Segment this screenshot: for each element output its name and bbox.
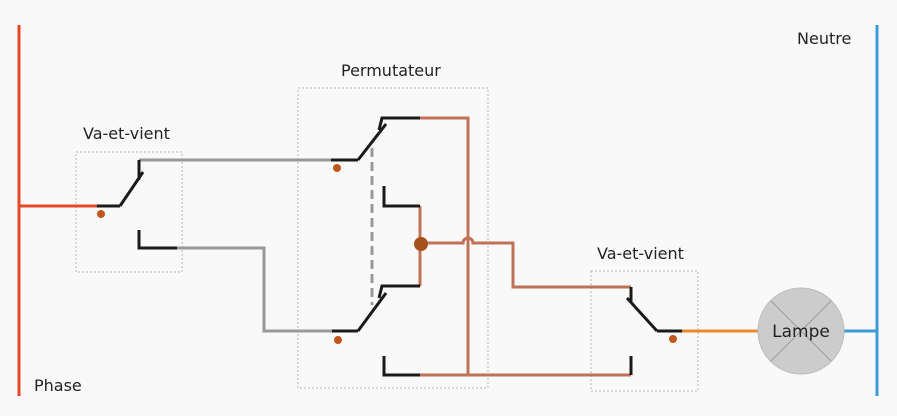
label-va-et-vient-right: Va-et-vient <box>597 244 684 263</box>
permutateur-top-switch <box>331 116 420 208</box>
label-phase: Phase <box>34 376 82 395</box>
contact-dot-perm-top <box>333 164 341 172</box>
contact-dot-right <box>669 335 677 343</box>
perm-cross-wire <box>420 236 631 289</box>
contact-dot-perm-bottom <box>334 336 342 344</box>
label-va-et-vient-left: Va-et-vient <box>83 124 170 143</box>
va-et-vient-left-switch <box>97 160 177 250</box>
perm-top-out-wire <box>420 116 470 374</box>
va-et-vient-right-box <box>590 270 699 392</box>
va-et-vient-left-box <box>75 151 183 273</box>
label-neutre: Neutre <box>797 29 851 48</box>
junction-dot <box>414 237 428 251</box>
label-permutateur: Permutateur <box>341 61 441 80</box>
traveler-bottom-wire <box>177 246 332 333</box>
label-lampe: Lampe <box>772 322 830 342</box>
permutateur-box <box>297 87 489 389</box>
permutateur-bottom-switch <box>332 284 420 377</box>
contact-dot-left <box>97 210 105 218</box>
lamp <box>757 287 845 375</box>
va-et-vient-right-switch <box>625 287 682 375</box>
